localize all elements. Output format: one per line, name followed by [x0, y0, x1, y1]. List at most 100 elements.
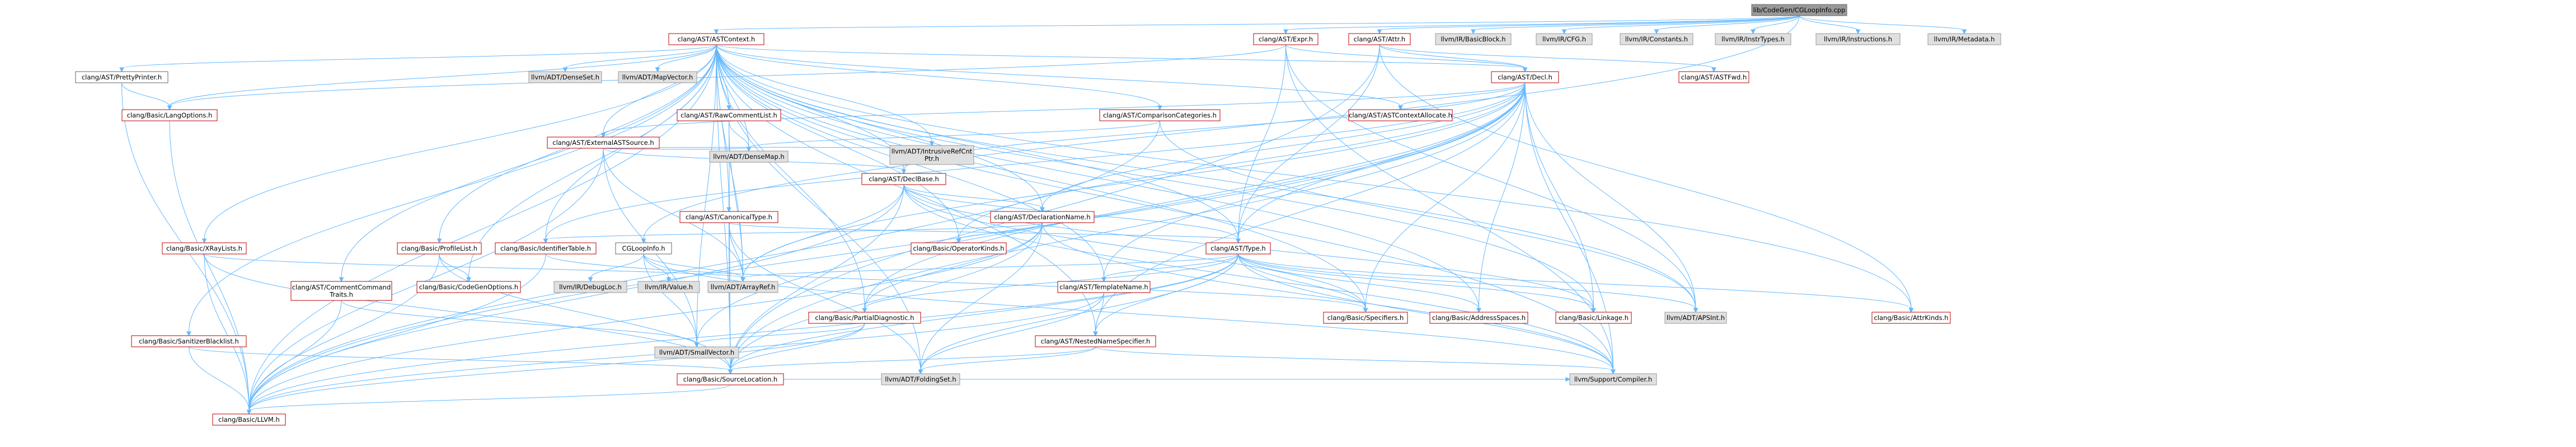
edge-root-to-irinstrtypes: [1751, 15, 1800, 35]
node-label: llvm/ADT/SmallVector.h: [659, 349, 734, 356]
node-comparison[interactable]: clang/AST/ComparisonCategories.h: [1099, 109, 1221, 121]
node-box: [679, 211, 778, 223]
node-declarationname[interactable]: clang/AST/DeclarationName.h: [990, 211, 1095, 223]
node-label: clang/Basic/LangOptions.h: [127, 111, 213, 119]
edge-astattr-to-astfwd: [1379, 44, 1716, 73]
edge-astdecl-to-apsint: [1524, 82, 1698, 313]
node-sourcelocation[interactable]: clang/Basic/SourceLocation.h: [677, 373, 784, 385]
node-label: clang/Basic/OperatorKinds.h: [913, 244, 1004, 252]
node-box: [1751, 4, 1847, 16]
node-box: [1435, 33, 1512, 45]
node-box: [668, 33, 764, 45]
edge-astcontext-to-ctxallocate: [716, 44, 1403, 111]
node-label: clang/AST/Type.h: [1210, 244, 1265, 252]
node-nestednamespec[interactable]: clang/AST/NestedNameSpecifier.h: [1035, 335, 1156, 347]
edge-commentcmd-to-basicllvm: [246, 300, 342, 415]
edge-astdecl-to-sourcelocation: [728, 82, 1526, 375]
edge-cgloopinfo-to-irdebugloc: [588, 253, 644, 283]
edge-astcontext-to-prettyprinter: [119, 44, 717, 73]
node-cgloopinfo[interactable]: CGLoopInfo.h: [615, 242, 672, 255]
node-box: [75, 71, 168, 83]
node-label: clang/Basic/AddressSpaces.h: [1432, 314, 1526, 322]
node-label: llvm/IR/Value.h: [645, 283, 693, 291]
node-irvalue: llvm/IR/Value.h: [637, 281, 700, 293]
edge-astexpr-to-langoptions: [167, 44, 1286, 111]
edge-root-to-astexpr: [1283, 15, 1800, 35]
node-astfwd[interactable]: clang/AST/ASTFwd.h: [1678, 71, 1749, 83]
node-label: llvm/IR/Constants.h: [1625, 35, 1688, 43]
node-langoptions[interactable]: clang/Basic/LangOptions.h: [121, 109, 218, 121]
node-astdecl[interactable]: clang/AST/Decl.h: [1491, 71, 1559, 83]
node-rawcomment[interactable]: clang/AST/RawCommentList.h: [677, 109, 781, 121]
node-sanitizerbl[interactable]: clang/Basic/SanitizerBlacklist.h: [131, 335, 247, 347]
node-externalast[interactable]: clang/AST/ExternalASTSource.h: [547, 137, 660, 149]
node-box: [881, 373, 960, 385]
edge-astcontext-to-intrusiverefcnt: [716, 44, 935, 147]
node-addressspaces[interactable]: clang/Basic/AddressSpaces.h: [1429, 312, 1528, 324]
edge-declarationname-to-operatorkinds: [956, 222, 1043, 244]
edge-asttype-to-linkage: [1238, 253, 1596, 313]
node-box: [1536, 33, 1593, 45]
edge-prettyprinter-to-langoptions: [121, 82, 172, 111]
edge-astcontext-to-sanitizerbl: [186, 44, 717, 337]
edge-astcontext-to-foldingset: [716, 44, 923, 375]
edge-sanitizerbl-to-basicllvm: [189, 346, 252, 415]
edge-declbase-to-declarationname: [903, 184, 1045, 213]
node-label: llvm/Support/Compiler.h: [1574, 375, 1652, 383]
edge-astdecl-to-externalast: [600, 82, 1526, 138]
node-ctxallocate[interactable]: clang/AST/ASTContextAllocate.h: [1348, 109, 1453, 121]
node-declbase[interactable]: clang/AST/DeclBase.h: [861, 173, 946, 185]
edge-commentcmd-to-smallvector: [341, 300, 700, 348]
node-profilelist[interactable]: clang/Basic/ProfileList.h: [397, 242, 482, 255]
node-canonicaltype[interactable]: clang/AST/CanonicalType.h: [679, 211, 778, 223]
node-label: clang/AST/NestedNameSpecifier.h: [1041, 337, 1151, 345]
node-label: Ptr.h: [925, 155, 939, 163]
edge-declarationname-to-partialdiag: [862, 222, 1043, 313]
node-label: clang/Basic/CodeGenOptions.h: [419, 283, 518, 291]
edge-templatename-to-nestednamespec: [1093, 292, 1104, 337]
node-box: [131, 335, 247, 347]
edge-astcontext-to-specifiers: [716, 44, 1368, 313]
node-box: [911, 242, 1007, 255]
node-label: llvm/ADT/FoldingSet.h: [885, 375, 956, 383]
node-templatename[interactable]: clang/AST/TemplateName.h: [1057, 281, 1151, 293]
node-astattr[interactable]: clang/AST/Attr.h: [1348, 33, 1411, 45]
node-box: [1348, 33, 1411, 45]
node-box: [637, 281, 700, 293]
node-identifiertable[interactable]: clang/Basic/IdentifierTable.h: [495, 242, 597, 255]
node-label: Traits.h: [329, 291, 353, 299]
node-astcontext[interactable]: clang/AST/ASTContext.h: [668, 33, 764, 45]
node-box: [1664, 312, 1727, 324]
edge-comparison-to-densemap: [746, 120, 1160, 152]
node-codegenoptions[interactable]: clang/Basic/CodeGenOptions.h: [416, 281, 521, 293]
edge-declarationname-to-identifiertable: [543, 222, 1043, 244]
node-box: [290, 281, 392, 301]
edge-nestednamespec-to-foldingset: [918, 346, 1096, 375]
edge-xraylists-to-arrayref: [204, 253, 745, 283]
node-basicllvm[interactable]: clang/Basic/LLVM.h: [212, 413, 286, 426]
node-ircfg: llvm/IR/CFG.h: [1536, 33, 1593, 45]
node-attrkinds[interactable]: clang/Basic/AttrKinds.h: [1871, 312, 1951, 324]
edge-root-to-ircfg: [1561, 15, 1800, 35]
node-prettyprinter[interactable]: clang/AST/PrettyPrinter.h: [75, 71, 168, 83]
node-asttype[interactable]: clang/AST/Type.h: [1205, 242, 1271, 255]
node-linkage[interactable]: clang/Basic/Linkage.h: [1555, 312, 1632, 324]
node-box: [416, 281, 521, 293]
node-label: clang/Basic/XRayLists.h: [166, 244, 242, 252]
node-specifiers[interactable]: clang/Basic/Specifiers.h: [1323, 312, 1408, 324]
node-smallvector: llvm/ADT/SmallVector.h: [654, 346, 739, 359]
node-operatorkinds[interactable]: clang/Basic/OperatorKinds.h: [911, 242, 1007, 255]
edge-astcontext-to-mapvector: [655, 44, 717, 73]
node-box: [615, 242, 672, 255]
node-box: [861, 173, 946, 185]
edge-astexpr-to-apsint: [1285, 44, 1698, 313]
node-label: llvm/IR/InstrTypes.h: [1721, 35, 1785, 43]
node-partialdiag[interactable]: clang/Basic/PartialDiagnostic.h: [808, 312, 921, 324]
node-irinstructions: llvm/IR/Instructions.h: [1815, 33, 1901, 45]
node-box: [547, 137, 660, 149]
edge-profilelist-to-codegenoptions: [439, 253, 471, 283]
node-astexpr[interactable]: clang/AST/Expr.h: [1253, 33, 1319, 45]
node-label: llvm/IR/Metadata.h: [1934, 35, 1995, 43]
node-xraylists[interactable]: clang/Basic/XRayLists.h: [162, 242, 247, 255]
